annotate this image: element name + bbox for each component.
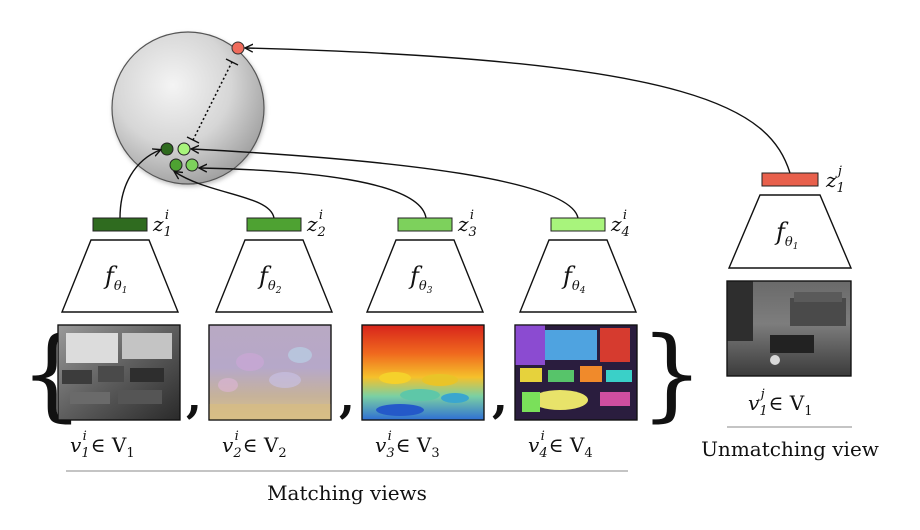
code-label-1: z (152, 212, 164, 236)
svg-text:v1j∈ V1: v1j∈ V1 (748, 387, 813, 419)
view-label-unmatched: v (748, 391, 760, 415)
view-image-1 (57, 324, 181, 421)
svg-text:z4i: z4i (610, 208, 630, 240)
arrow-view-4 (192, 149, 579, 219)
code-bar-2 (246, 217, 302, 232)
encoder-unmatched (727, 194, 853, 269)
arrow-view-2 (175, 172, 275, 219)
arrow-view-3 (200, 168, 427, 219)
view-column-3: z3i fθ3 (365, 208, 485, 313)
positive-point-3 (169, 158, 183, 172)
encoder-2 (214, 239, 334, 313)
arrows (119, 48, 791, 219)
svg-text:z1j: z1j (825, 164, 845, 196)
view-column-2: z2i fθ2 (214, 208, 334, 313)
right-brace: } (640, 315, 704, 432)
code-bar-3 (397, 217, 453, 232)
encoder-1 (60, 239, 180, 313)
comma-1: , (186, 369, 202, 423)
code-bar-unmatched (761, 172, 819, 187)
code-label-3: z (457, 212, 469, 236)
code-label-4: z (610, 212, 622, 236)
positive-point-2 (177, 142, 191, 156)
view-label-4: v (528, 433, 540, 457)
comma-3: , (492, 369, 508, 423)
code-label-2: z (306, 212, 318, 236)
svg-text:v4i∈ V4: v4i∈ V4 (528, 429, 593, 461)
encoder-3 (365, 239, 485, 313)
view-image-4 (514, 324, 638, 421)
view-column-4: z4i fθ4 (518, 208, 638, 313)
embedding-sphere (111, 31, 265, 185)
positive-point-1 (160, 142, 174, 156)
matching-caption: Matching views (267, 481, 427, 505)
svg-text:v2i∈ V2: v2i∈ V2 (222, 429, 287, 461)
unmatched-view-image (726, 280, 852, 377)
view-label-1: v (70, 433, 82, 457)
positive-point-4 (185, 158, 199, 172)
view-label-3: v (375, 433, 387, 457)
view-column-1: z1i fθ1 (60, 208, 180, 313)
svg-text:v3i∈ V3: v3i∈ V3 (375, 429, 440, 461)
view-labels: v1i∈ V1 v2i∈ V2 v3i∈ V3 v4i∈ V4 v1j∈ V1 (70, 387, 813, 461)
code-bar-4 (550, 217, 606, 232)
svg-text:z3i: z3i (457, 208, 477, 240)
code-label-unmatched: z (825, 168, 837, 192)
unmatched-column: z1j fθ1 (727, 164, 853, 269)
view-image-3 (361, 324, 485, 421)
arrow-view-1 (119, 150, 160, 219)
svg-text:v1i∈ V1: v1i∈ V1 (70, 429, 135, 461)
negative-point (231, 41, 245, 55)
repel-line (192, 61, 233, 141)
encoder-4 (518, 239, 638, 313)
view-image-2 (208, 324, 332, 421)
code-bar-1 (92, 217, 148, 232)
view-label-2: v (222, 433, 234, 457)
arrow-unmatched (246, 48, 791, 174)
comma-2: , (339, 369, 355, 423)
svg-text:z1i: z1i (152, 208, 172, 240)
unmatching-caption: Unmatching view (701, 437, 879, 461)
svg-text:z2i: z2i (306, 208, 326, 240)
